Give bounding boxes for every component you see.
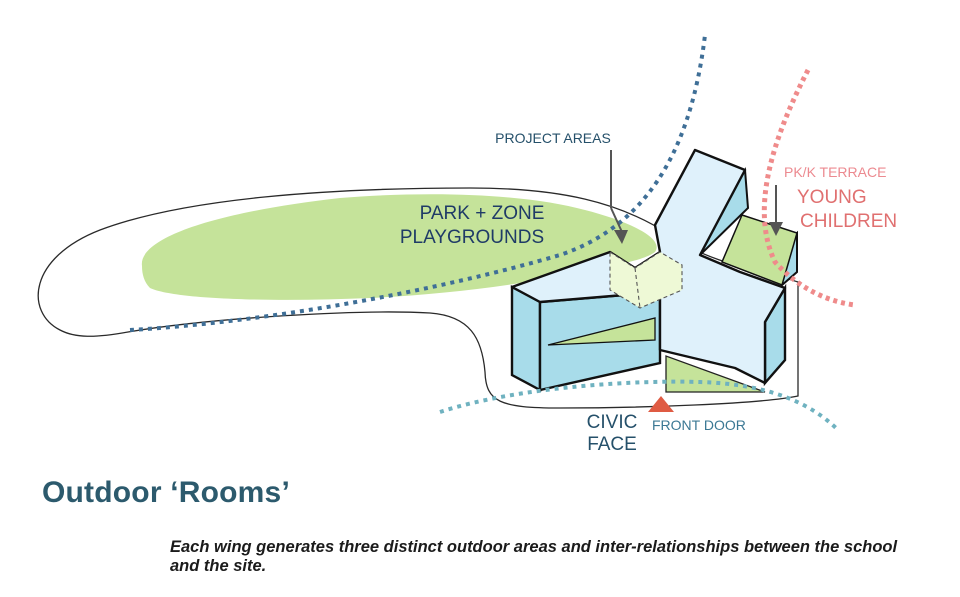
playground-zone-arc <box>129 34 707 332</box>
civic-face-arc <box>439 379 840 432</box>
park-playground-area <box>141 194 657 300</box>
label-park-zone: PARK + ZONE <box>420 203 545 224</box>
label-pk-terrace: PK/K TERRACE <box>784 164 886 180</box>
page-caption: Each wing generates three distinct outdo… <box>170 538 898 575</box>
project-area-block <box>609 250 683 309</box>
pk-terrace-arrow-icon <box>769 222 783 236</box>
page-title: Outdoor ‘Rooms’ <box>42 476 290 509</box>
label-young: YOUNG <box>797 187 867 208</box>
project-areas-leader-tip <box>610 207 623 233</box>
label-project-areas: PROJECT AREAS <box>495 130 611 146</box>
courtyard-wedge <box>547 317 656 346</box>
west-wing-side-face <box>510 284 542 393</box>
project-areas-arrow-icon <box>614 230 628 244</box>
outdoor-rooms-diagram: PROJECT AREAS PARK + ZONE PLAYGROUNDS PK… <box>37 34 897 455</box>
front-door-arrow-icon <box>648 396 674 412</box>
label-children: CHILDREN <box>800 211 897 232</box>
label-playgrounds: PLAYGROUNDS <box>400 227 544 248</box>
label-face: FACE <box>587 434 637 455</box>
label-front-door: FRONT DOOR <box>652 417 746 433</box>
young-children-arc <box>761 68 856 308</box>
label-civic: CIVIC <box>587 412 638 433</box>
